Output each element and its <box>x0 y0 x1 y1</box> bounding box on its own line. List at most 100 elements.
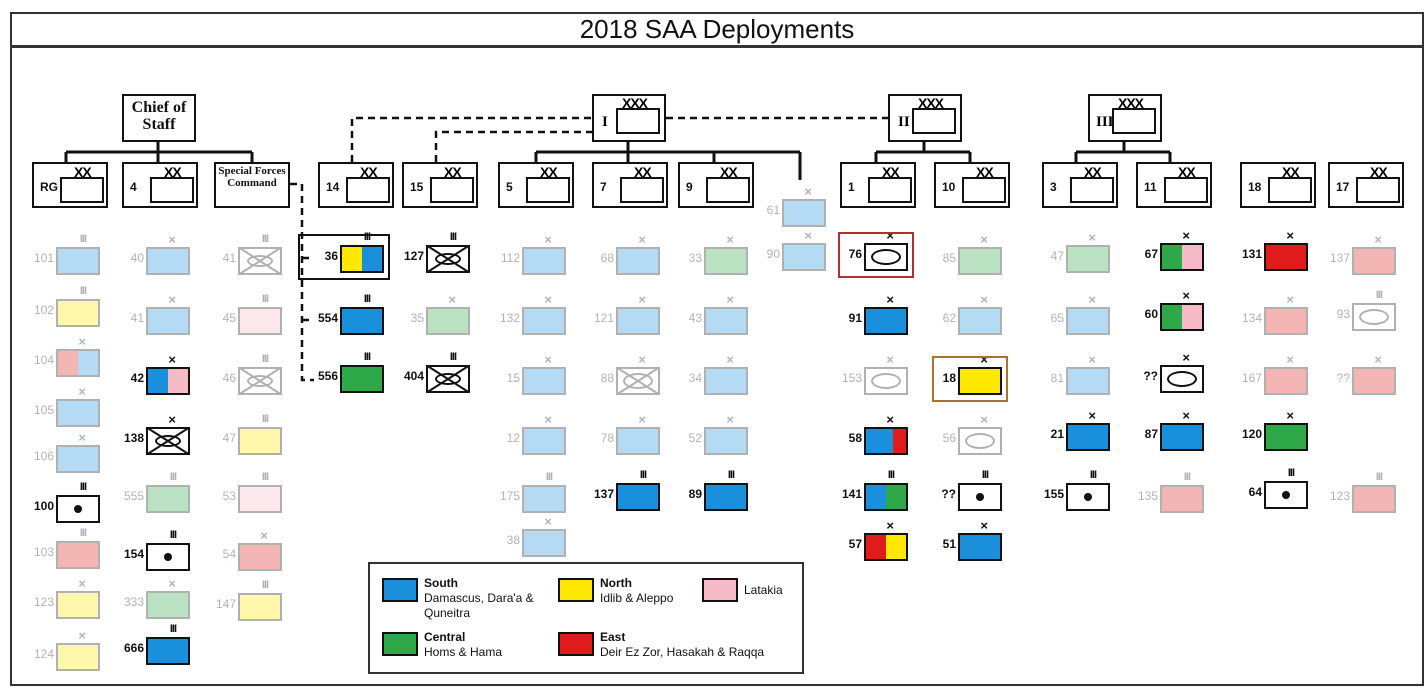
unit-echelon-marker: × <box>78 384 86 399</box>
unit-symbol <box>782 243 826 271</box>
unit-echelon-marker: III <box>169 623 177 635</box>
unit-symbol <box>616 367 660 395</box>
unit-symbol <box>958 367 1002 395</box>
unit-echelon-marker: III <box>79 481 87 493</box>
unit-symbol <box>56 495 100 523</box>
unit-u134: 134× <box>1218 293 1308 335</box>
unit-symbol <box>616 427 660 455</box>
unit-echelon-marker: × <box>1374 232 1382 247</box>
unit-number: 35 <box>410 311 424 325</box>
unit-echelon-marker: III <box>1375 289 1383 301</box>
legend-south-title: South <box>424 576 458 590</box>
legend-east-title: East <box>600 630 626 644</box>
unit-number: 91 <box>848 311 862 325</box>
ellipse-icon <box>871 373 901 389</box>
unit-number: ?? <box>1336 371 1350 385</box>
unit-number: 67 <box>1144 247 1158 261</box>
corps-i-label: I <box>602 114 608 130</box>
unit-symbol <box>146 367 190 395</box>
title-bar: 2018 SAA Deployments <box>10 12 1424 48</box>
unit-symbol <box>1160 243 1204 271</box>
unit-echelon-marker: × <box>1182 228 1190 243</box>
unit-number: 43 <box>688 311 702 325</box>
highlight-frame <box>932 356 1008 402</box>
unit-symbol <box>56 643 100 671</box>
unit-echelon-marker: III <box>1183 471 1191 483</box>
unit-number: 154 <box>123 547 144 561</box>
unit-number: 167 <box>1241 371 1262 385</box>
corps-ii-symbol <box>912 108 956 134</box>
unit-number: 137 <box>593 487 614 501</box>
division-echelon-xx: XX <box>634 164 652 180</box>
unit-number: 88 <box>600 371 614 385</box>
division-number: 11 <box>1144 180 1157 194</box>
unit-echelon-marker: × <box>544 412 552 427</box>
unit-symbol <box>864 307 908 335</box>
unit-echelon-marker: III <box>169 529 177 541</box>
unit-echelon-marker: × <box>1182 408 1190 423</box>
unit-u60: 60× <box>1114 289 1204 331</box>
unit-number: 89 <box>688 487 702 501</box>
unit-echelon-marker: × <box>726 232 734 247</box>
unit-number: 68 <box>600 251 614 265</box>
unit-u106: 106× <box>10 431 100 473</box>
unit-echelon-marker: × <box>168 352 176 367</box>
unit-echelon-marker: III <box>545 471 553 483</box>
unit-symbol <box>146 637 190 665</box>
unit-echelon-marker: × <box>804 184 812 199</box>
unit-symbol <box>426 365 470 393</box>
unit-u18: 18× <box>912 353 1008 402</box>
unit-echelon-marker: III <box>1287 467 1295 479</box>
unit-echelon-marker: × <box>78 576 86 591</box>
unit-u137b: 137× <box>1306 233 1396 275</box>
division-echelon-xx: XX <box>720 164 738 180</box>
legend-central-title: Central <box>424 630 466 644</box>
unit-u33: 33× <box>658 233 748 275</box>
unit-echelon-marker: × <box>638 412 646 427</box>
unit-number: 12 <box>506 431 520 445</box>
unit-echelon-marker: × <box>448 292 456 307</box>
legend-central-swatch <box>382 632 418 656</box>
division-echelon-xx: XX <box>1370 164 1388 180</box>
unit-symbol <box>340 307 384 335</box>
division-number: 17 <box>1336 180 1350 194</box>
unit-number: 155 <box>1043 487 1064 501</box>
unit-echelon-marker: × <box>638 352 646 367</box>
division-echelon-xx: XX <box>1178 164 1196 180</box>
unit-echelon-marker: × <box>168 232 176 247</box>
division-echelon-xx: XX <box>360 164 378 180</box>
unit-number: 93 <box>1336 307 1350 321</box>
unit-symbol <box>704 247 748 275</box>
unit-u132: 132× <box>476 293 566 335</box>
chief-of-staff-box: Chief of Staff <box>122 94 196 142</box>
unit-echelon-marker: III <box>981 469 989 481</box>
ellipse-icon <box>965 433 995 449</box>
unit-echelon-marker: × <box>1286 292 1294 307</box>
unit-echelon-marker: III <box>261 471 269 483</box>
unit-symbol <box>1160 485 1204 513</box>
legend-north-swatch <box>558 578 594 602</box>
unit-symbol <box>1264 367 1308 395</box>
unit-number: 51 <box>942 537 956 551</box>
unit-symbol <box>56 541 100 569</box>
unit-number: 53 <box>222 489 236 503</box>
unit-symbol <box>704 427 748 455</box>
unit-symbol <box>1066 245 1110 273</box>
special-forces-command-box: Special Forces Command <box>214 162 290 208</box>
unit-symbol <box>146 591 190 619</box>
corps-i-box: I XXX <box>592 94 666 142</box>
unit-symbol <box>146 427 190 455</box>
unit-u61: 61× <box>736 185 826 227</box>
unit-symbol <box>56 591 100 619</box>
unit-symbol <box>704 307 748 335</box>
unit-number: 62 <box>942 311 956 325</box>
unit-echelon-marker: III <box>1089 469 1097 481</box>
unit-number: 124 <box>33 647 54 661</box>
unit-number: 554 <box>317 311 338 325</box>
